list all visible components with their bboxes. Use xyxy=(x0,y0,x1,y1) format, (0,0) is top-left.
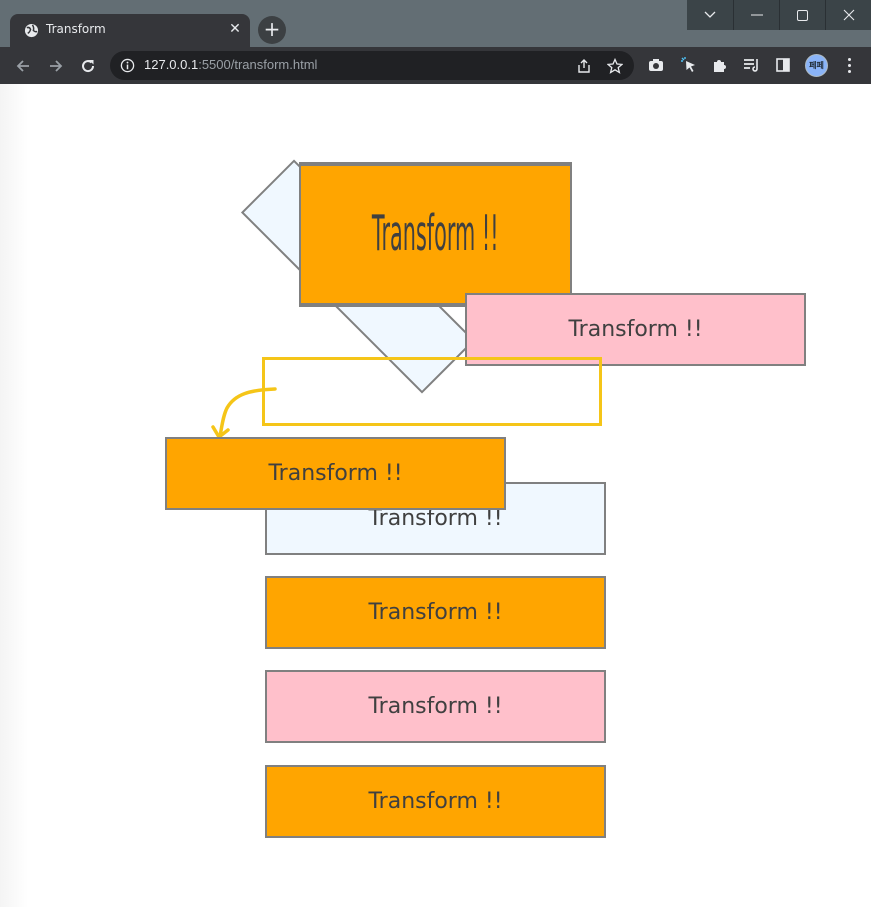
orange-box-2-label: Transform !! xyxy=(368,789,503,814)
tab-search-icon[interactable] xyxy=(687,0,733,30)
moved-orange-box-label: Transform !! xyxy=(268,461,403,486)
translated-box-label: Transform !! xyxy=(568,317,703,342)
close-tab-icon[interactable]: ✕ xyxy=(229,21,241,37)
browser-toolbar: 127.0.0.1:5500/transform.html 페페 xyxy=(0,47,871,84)
maximize-icon[interactable] xyxy=(779,0,825,30)
window-controls xyxy=(687,0,871,30)
pink-box: Transform !! xyxy=(265,670,606,743)
tab-title: Transform xyxy=(46,22,106,36)
aliceblue-box-label: Transform !! xyxy=(368,506,503,531)
back-icon[interactable] xyxy=(10,53,36,79)
address-bar[interactable]: 127.0.0.1:5500/transform.html xyxy=(110,51,634,80)
pink-box-label: Transform !! xyxy=(368,694,503,719)
side-panel-icon[interactable] xyxy=(773,55,793,75)
reload-icon[interactable] xyxy=(75,53,101,79)
annotation-arrow-icon xyxy=(211,387,277,439)
bookmark-star-icon[interactable] xyxy=(606,57,624,75)
url-path: :5500/transform.html xyxy=(198,57,318,72)
extensions-puzzle-icon[interactable] xyxy=(710,55,730,75)
url-text[interactable]: 127.0.0.1:5500/transform.html xyxy=(144,57,317,72)
page-viewport: Transform !! Transform !! Transform !! T… xyxy=(0,84,871,907)
tab-strip: Transform ✕ + xyxy=(0,0,871,47)
globe-icon xyxy=(24,23,39,38)
minimize-icon[interactable] xyxy=(733,0,779,30)
scaled-box: Transform !! xyxy=(299,162,572,307)
profile-avatar[interactable]: 페페 xyxy=(805,54,828,77)
page-edge-shadow xyxy=(0,84,28,907)
url-host: 127.0.0.1 xyxy=(144,57,199,72)
close-window-icon[interactable] xyxy=(825,0,871,30)
orange-box-1-label: Transform !! xyxy=(368,600,503,625)
new-tab-button[interactable]: + xyxy=(258,16,286,44)
translated-box: Transform !! xyxy=(465,293,806,366)
info-icon[interactable] xyxy=(120,58,135,73)
orange-box-2: Transform !! xyxy=(265,765,606,838)
browser-tab[interactable]: Transform ✕ xyxy=(10,14,250,47)
annotation-rectangle xyxy=(262,357,602,426)
cursor-extension-icon[interactable] xyxy=(679,55,699,75)
scaled-box-label: Transform !! xyxy=(372,206,499,263)
more-menu-icon[interactable] xyxy=(840,55,858,75)
moved-orange-box: Transform !! xyxy=(165,437,506,510)
share-icon[interactable] xyxy=(575,57,593,75)
camera-icon[interactable] xyxy=(646,55,666,75)
reading-list-icon[interactable] xyxy=(742,55,762,75)
orange-box-1: Transform !! xyxy=(265,576,606,649)
forward-icon[interactable] xyxy=(43,53,69,79)
